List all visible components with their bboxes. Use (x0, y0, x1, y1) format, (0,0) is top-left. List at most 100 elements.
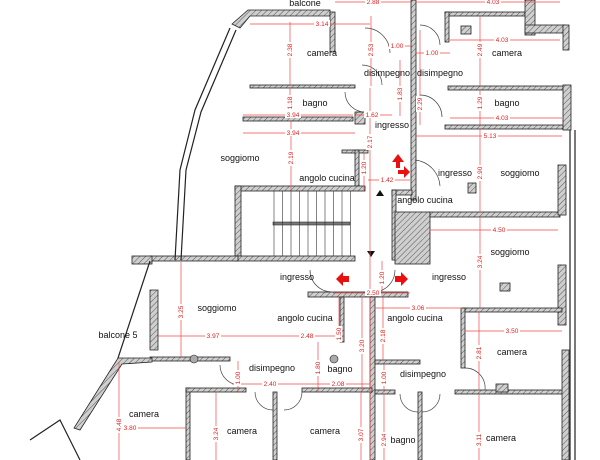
dimension-label-bg (286, 95, 293, 111)
dimension-label-bg (177, 304, 184, 320)
labels: balcone camera disimpegno disimpegno camera… (98, 0, 540, 448)
room-label: disimpegno (364, 68, 410, 78)
dimension-label-bg (360, 160, 367, 176)
vertical-dimension: 1.50 (335, 326, 343, 342)
entry-arrow-icon (336, 272, 349, 286)
vertical-dimension: 1.80 (314, 360, 322, 376)
room-label: soggiomo (197, 303, 236, 313)
dimension-label: 1.50 (336, 327, 343, 340)
dimension-label-bg (212, 426, 219, 442)
dimension-label-bg (410, 304, 426, 311)
dimension-label: 3.80 (124, 425, 137, 432)
vertical-dimension: 2.17 (366, 134, 374, 150)
dimension-label: 2.17 (367, 135, 374, 148)
wall (234, 255, 356, 262)
pillar (499, 282, 511, 292)
wall (354, 149, 360, 191)
wall (454, 389, 566, 395)
wall (429, 211, 561, 218)
dimension-label-bg (314, 20, 330, 27)
wall (234, 185, 242, 257)
door-swing (344, 91, 366, 113)
vertical-dimension: 4.48 (115, 417, 123, 433)
doors (219, 24, 486, 413)
dimension-label: 1.20 (361, 161, 368, 174)
wall (524, 0, 536, 36)
dimension-label-bg (494, 36, 510, 43)
wall (417, 391, 423, 460)
room-label: camera (307, 48, 337, 58)
wall (149, 289, 159, 351)
dimension-label-bg (205, 332, 221, 339)
balcony-edge (29, 419, 81, 460)
dimension-label-bg (379, 176, 395, 183)
dimension-label-bg (285, 111, 301, 118)
dimension-label: 5.13 (484, 133, 497, 140)
dimension-label-bg (364, 111, 380, 118)
wall (461, 307, 563, 313)
dimension-label: 1.20 (379, 271, 386, 284)
door-swing (309, 269, 333, 293)
door-swing (419, 24, 441, 46)
dimension-label-bg (335, 326, 342, 342)
dimension-label: 2.08 (332, 381, 345, 388)
dimension-label-bg (476, 42, 483, 58)
dimension-label-bg (314, 360, 321, 376)
door-swing (419, 94, 443, 118)
dimension-label-bg (485, 0, 501, 5)
window-line (174, 27, 231, 261)
dimension-label-bg (287, 150, 294, 166)
dimension-label: 2.90 (477, 166, 484, 179)
dimension-label: 1.00 (235, 371, 242, 384)
room-label: camera (129, 409, 159, 419)
vertical-dimension: 3.25 (177, 304, 185, 320)
room-label: bagno (302, 98, 327, 108)
dimension-label-bg (504, 327, 520, 334)
dimension-label: 3.06 (412, 305, 425, 312)
dimension-label: 3.94 (287, 130, 300, 137)
room-label: camera (227, 426, 257, 436)
dimension-label-bg (416, 96, 423, 112)
vertical-dimension: 2.49 (476, 42, 484, 58)
wall (234, 185, 366, 192)
wall (460, 307, 466, 369)
column-icon (329, 354, 339, 364)
room-label: camera (492, 48, 522, 58)
door-swing (283, 391, 303, 411)
dimension-label-bg (365, 289, 381, 296)
dimension-label: 3.25 (178, 305, 185, 318)
dimension-label: 1.83 (397, 87, 404, 100)
wall (272, 391, 278, 460)
dimension-label-bg (424, 49, 440, 56)
vertical-dimension: 2.90 (476, 165, 484, 181)
stair-rail (272, 221, 351, 226)
dimension-label-bg (286, 42, 293, 58)
window-line (180, 29, 237, 261)
room-label: ingresso (438, 168, 472, 178)
wall (149, 255, 239, 262)
dimension-label-bg (380, 370, 387, 386)
room-label: camera (497, 347, 527, 357)
dimension-label: 1.00 (426, 50, 439, 57)
vertical-dimension: 3.07 (357, 427, 365, 443)
door-swing (414, 159, 441, 187)
dimension-label: 2.50 (367, 290, 380, 297)
dimension-label: 1.80 (315, 361, 322, 374)
wall (301, 387, 373, 393)
dimension-label-bg (491, 226, 507, 233)
wall (557, 264, 567, 326)
dimension-label: 2.48 (301, 333, 314, 340)
wall (524, 24, 566, 34)
elevator-shaft (394, 211, 431, 265)
dimension-label-bg (476, 165, 483, 181)
wall (329, 11, 336, 53)
wall (374, 389, 396, 395)
top-label: balcone (289, 0, 321, 8)
wall (185, 387, 191, 460)
room-label: angolo cucina (299, 173, 355, 183)
room-label: camera (486, 433, 516, 443)
room-label: disimpegno (400, 369, 446, 379)
dimension-label: 3.20 (359, 339, 366, 352)
pillar (467, 182, 477, 194)
